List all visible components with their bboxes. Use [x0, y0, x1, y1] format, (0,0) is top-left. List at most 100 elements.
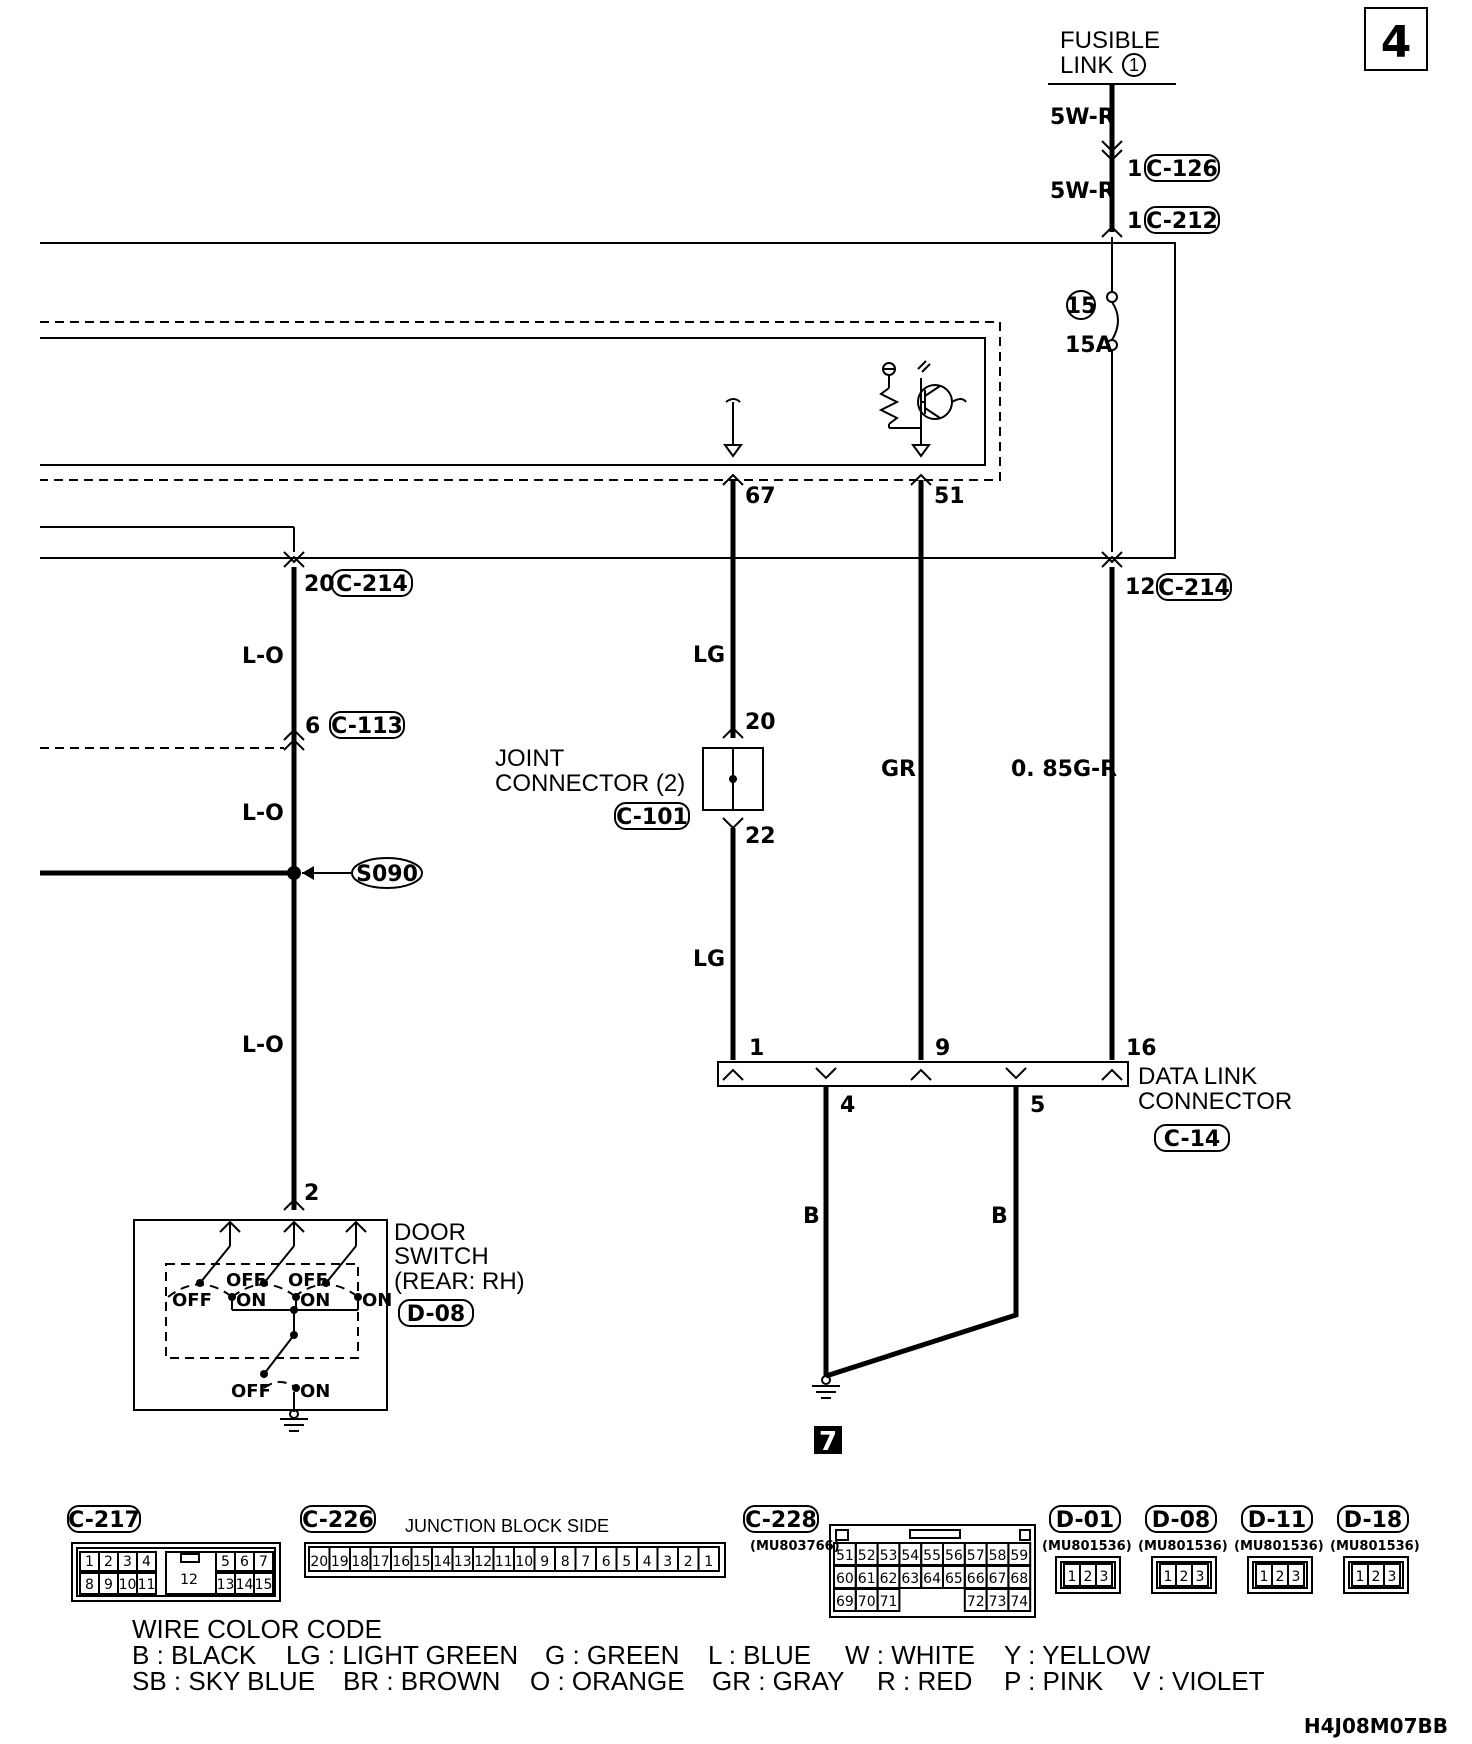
c217-cell-7-box — [253, 1551, 274, 1572]
c228-cell-74-box — [1007, 1588, 1032, 1612]
wire-label-l-o-a: L-O — [242, 644, 284, 669]
c226-cell-5: 5 — [622, 1554, 631, 1570]
ground-icon — [280, 1409, 308, 1432]
connector-tag-d08 — [398, 1299, 474, 1327]
c228-cell-61: 61 — [858, 1571, 876, 1587]
door-switch-label-3: (REAR: RH) — [394, 1268, 525, 1295]
connector-c113: C-113 — [331, 714, 403, 739]
data-link-connector-label-1: DATA LINK — [1138, 1063, 1257, 1090]
wire-color-code-title: WIRE COLOR CODE — [132, 1614, 382, 1644]
dlc-chevron-1 — [722, 1068, 744, 1081]
splice-pointer-arrow — [302, 866, 314, 880]
c228-cell-70: 70 — [858, 1594, 876, 1610]
c217-cell-2: 2 — [104, 1554, 113, 1570]
door-switch-off-2: OFF — [226, 1270, 266, 1291]
connector-chevron-c113 — [283, 728, 305, 751]
c217-cell-10: 10 — [119, 1577, 137, 1593]
d18-cell-1: 1 — [1356, 1569, 1365, 1585]
pin-51: 51 — [934, 484, 965, 509]
c228-cell-51: 51 — [836, 1548, 854, 1564]
c217-cell-3: 3 — [123, 1554, 132, 1570]
connector-view-c228-label: C-228 — [745, 1508, 817, 1533]
c228-cell-60: 60 — [836, 1571, 854, 1587]
wcc-gr: GR : GRAY — [712, 1666, 844, 1696]
door-switch-label-2: SWITCH — [394, 1243, 489, 1270]
pin-dlc-5: 5 — [1030, 1093, 1045, 1118]
wcc-p: P : PINK — [1004, 1666, 1104, 1696]
c226-cell-7: 7 — [581, 1554, 590, 1570]
fuse-element — [1111, 301, 1119, 341]
data-link-connector-label-2: CONNECTOR — [1138, 1088, 1292, 1115]
door-switch-on-2: ON — [300, 1290, 330, 1311]
wire-label-5w-r-mid: 5W-R — [1050, 179, 1115, 204]
c217-cell-12: 12 — [180, 1572, 198, 1588]
fusible-link-number: 1 — [1129, 55, 1139, 75]
connector-view-d08-label: D-08 — [1152, 1508, 1210, 1533]
d08-cell-1: 1 — [1164, 1569, 1173, 1585]
c228-cell-72: 72 — [967, 1594, 985, 1610]
ground-ref: 7 — [819, 1427, 837, 1457]
page-number: 4 — [1381, 17, 1412, 68]
connector-chevron-c212 — [1101, 225, 1123, 238]
connector-tag-c126 — [1144, 154, 1220, 182]
door-switch-on-1: ON — [236, 1290, 266, 1311]
pin-dlc-9: 9 — [935, 1036, 950, 1061]
c217-cell-4-box — [136, 1551, 157, 1572]
c217-cell-9: 9 — [104, 1577, 113, 1593]
pin-chevron-door-2 — [283, 1198, 305, 1211]
wcc-br: BR : BROWN — [343, 1666, 500, 1696]
d18-cell-3: 3 — [1388, 1569, 1397, 1585]
wcc-l: L : BLUE — [708, 1640, 811, 1670]
c228-cell-71: 71 — [880, 1594, 898, 1610]
door-switch-off-3: OFF — [288, 1270, 328, 1291]
d18-cell-2: 2 — [1372, 1569, 1381, 1585]
d01-cell-1: 1 — [1068, 1569, 1077, 1585]
c217-cell-14: 14 — [236, 1577, 254, 1593]
wcc-o: O : ORANGE — [530, 1666, 685, 1696]
c217-cell-4: 4 — [142, 1554, 151, 1570]
drawing-id: H4J08M07BB — [1304, 1714, 1448, 1738]
c228-cell-65: 65 — [945, 1571, 963, 1587]
page-number-box: 4 — [1364, 7, 1428, 71]
c226-cell-10: 10 — [515, 1554, 533, 1570]
wcc-lg: LG : LIGHT GREEN — [286, 1640, 518, 1670]
wire-label-l-o-b: L-O — [242, 801, 284, 826]
d08-cell-3: 3 — [1196, 1569, 1205, 1585]
pin-chevron-51 — [910, 473, 932, 486]
connector-c212: C-212 — [1146, 209, 1218, 234]
c228-cell-67: 67 — [989, 1571, 1007, 1587]
c228-cell-62: 62 — [880, 1571, 898, 1587]
c217-cell-15-box — [253, 1572, 274, 1595]
connector-chevron-c214-left-2 — [283, 555, 305, 568]
c226-cell-3: 3 — [663, 1554, 672, 1570]
c226-cell-13: 13 — [454, 1554, 472, 1570]
c226-cell-14: 14 — [433, 1554, 451, 1570]
connector-tag-c14 — [1154, 1124, 1230, 1152]
ground-icon-main — [812, 1375, 840, 1399]
d01-cell-3-box — [1095, 1563, 1113, 1587]
c228-cell-71-box — [876, 1588, 901, 1612]
ecu-inner-box — [40, 337, 986, 466]
c226-cell-20: 20 — [310, 1554, 328, 1570]
pin-jc-20: 20 — [745, 710, 776, 735]
d18-part: (MU801536) — [1330, 1539, 1420, 1554]
c228-cell-73: 73 — [989, 1594, 1007, 1610]
splice-dot-s090 — [287, 866, 301, 880]
joint-connector-label-2: CONNECTOR (2) — [495, 770, 685, 797]
fuse-number-circle — [1066, 290, 1096, 320]
c226-cell-8: 8 — [561, 1554, 570, 1570]
wire-label-b-right: B — [991, 1204, 1008, 1229]
pin-chevron-67 — [722, 473, 744, 486]
d11-part: (MU801536) — [1234, 1539, 1324, 1554]
joint-connector-label-1: JOINT — [495, 745, 565, 772]
wcc-y: Y : YELLOW — [1004, 1640, 1151, 1670]
wire-label-l-o-c: L-O — [242, 1033, 284, 1058]
pin-chevron-jc-20 — [722, 726, 744, 739]
pin-jc-22: 22 — [745, 824, 776, 849]
c228-cell-52: 52 — [858, 1548, 876, 1564]
connector-tag-c212 — [1144, 206, 1220, 234]
c217-cell-5: 5 — [221, 1554, 230, 1570]
